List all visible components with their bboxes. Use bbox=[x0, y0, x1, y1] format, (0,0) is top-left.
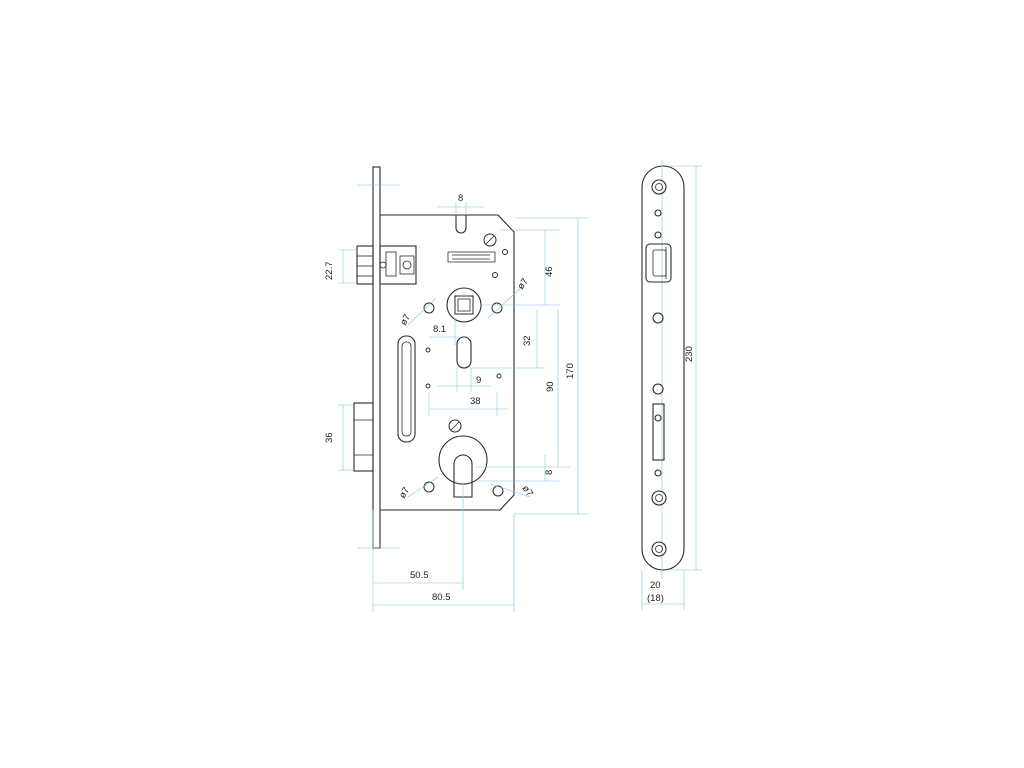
lock-body-view: 8 22.7 46 ø7 ø7 8.1 32 9 38 90 170 36 8 … bbox=[324, 166, 590, 612]
middle-slot bbox=[456, 336, 472, 369]
lock-case bbox=[380, 214, 515, 511]
faceplate-view: 230 20 (18) bbox=[641, 160, 702, 610]
dim-slot-width: 9 bbox=[476, 375, 481, 386]
fixing-hole-top-left bbox=[423, 302, 435, 314]
dim-latch-height: 22.7 bbox=[324, 262, 335, 281]
dim-follower-square: 8.1 bbox=[433, 324, 446, 335]
fixing-hole-top-right bbox=[491, 302, 503, 314]
dim-body-height: 170 bbox=[565, 363, 576, 379]
dim-screw-dia-top-left: ø7 bbox=[398, 312, 413, 327]
fixing-hole-bottom-right bbox=[492, 485, 504, 497]
dim-bolt-height: 36 bbox=[324, 432, 335, 443]
dim-body-depth: 80.5 bbox=[432, 592, 451, 603]
faceplate-bolt-opening bbox=[652, 403, 665, 461]
dim-screw-dia-top-right: ø7 bbox=[515, 276, 530, 291]
lock-dimension-lines bbox=[338, 184, 590, 612]
faceplate-hole-6 bbox=[654, 469, 662, 477]
dim-cylinder-offset: 8 bbox=[544, 470, 555, 475]
lock-front-plate bbox=[372, 166, 381, 549]
guide-slot bbox=[397, 335, 416, 443]
dim-faceplate-width: 20 bbox=[650, 580, 661, 591]
dim-screw-dia-bottom-right: ø7 bbox=[520, 483, 535, 498]
handle-slot bbox=[455, 215, 467, 234]
dim-follower-to-slot: 38 bbox=[470, 396, 481, 407]
dim-faceplate-length: 230 bbox=[684, 346, 695, 362]
spring-clip bbox=[447, 233, 508, 278]
dead-bolt bbox=[353, 402, 374, 472]
faceplate-hole-5 bbox=[654, 414, 662, 422]
follower-hub bbox=[446, 287, 482, 323]
fixing-hole-bottom-left bbox=[423, 481, 435, 493]
faceplate-hole-4 bbox=[652, 383, 664, 395]
dim-backset: 50.5 bbox=[410, 570, 429, 581]
dim-screw-dia-bottom-left: ø7 bbox=[397, 485, 412, 500]
dim-handle-slot-width: 8 bbox=[458, 193, 463, 204]
dim-latch-to-follower: 46 bbox=[544, 266, 555, 277]
latch-bolt bbox=[356, 245, 417, 285]
faceplate-screw-hole-bottom bbox=[651, 541, 667, 557]
faceplate-hole-2 bbox=[654, 231, 662, 239]
faceplate-hole-1 bbox=[654, 209, 662, 217]
faceplate-hole-7 bbox=[651, 490, 667, 506]
dim-faceplate-width-alt: (18) bbox=[647, 593, 664, 604]
faceplate-hole-3 bbox=[652, 312, 664, 324]
faceplate-screw-hole-top bbox=[651, 179, 667, 195]
faceplate-outline bbox=[641, 165, 685, 571]
dim-follower-to-cylinder: 90 bbox=[545, 381, 556, 392]
dim-slot-height: 32 bbox=[522, 335, 533, 346]
faceplate-latch-opening bbox=[645, 243, 672, 283]
